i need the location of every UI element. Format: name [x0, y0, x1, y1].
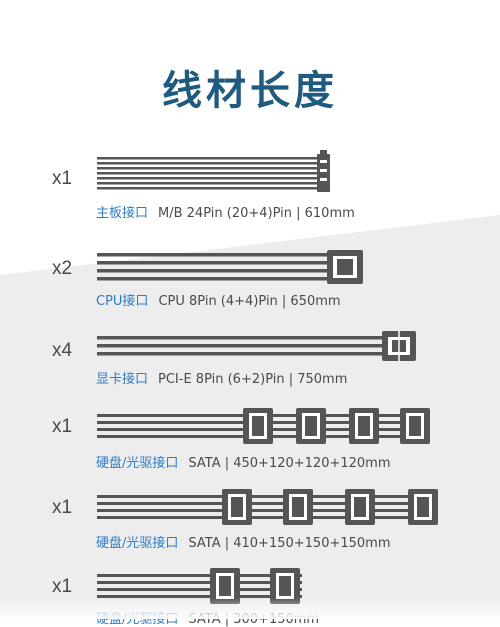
page-title: 线材长度 [162, 68, 338, 114]
cable-row-cpu: x2 CPU接口 CPU 8Pin (4+4)Pin | 650mm [0, 248, 500, 309]
connector-spec: SATA | 450+120+120+120mm [188, 456, 391, 471]
quantity-label: x4 [52, 340, 73, 361]
cable-caption: 主板接口 M/B 24Pin (20+4)Pin | 610mm [96, 202, 355, 221]
quantity-label: x1 [52, 576, 73, 597]
cable-caption: 硬盘/光驱接口 SATA | 450+120+120+120mm [96, 452, 391, 471]
quantity-label: x1 [52, 168, 73, 189]
connector-spec: M/B 24Pin (20+4)Pin | 610mm [158, 206, 355, 221]
connector-label: 显卡接口 [96, 372, 149, 387]
bottom-fade [0, 598, 500, 619]
pcie-8pin-cable-icon [97, 331, 416, 361]
cable-caption: CPU接口 CPU 8Pin (4+4)Pin | 650mm [96, 290, 341, 309]
sata-cable-icon [97, 489, 438, 525]
quantity-label: x1 [52, 416, 73, 437]
sata-cable-icon [97, 568, 302, 604]
connector-spec: SATA | 410+150+150+150mm [188, 536, 391, 551]
connector-label: 硬盘/光驱接口 [96, 536, 179, 551]
cable-row-pcie: x4 显卡接口 PCI-E 8Pin (6+2)Pin | 750mm [0, 328, 500, 388]
quantity-label: x1 [52, 497, 73, 518]
connector-spec: PCI-E 8Pin (6+2)Pin | 750mm [158, 372, 348, 387]
connector-label: CPU接口 [96, 294, 149, 309]
cable-caption: 硬盘/光驱接口 SATA | 410+150+150+150mm [96, 532, 391, 551]
sata-cable-icon [97, 408, 430, 444]
connector-label: 硬盘/光驱接口 [96, 456, 179, 471]
cpu-8pin-cable-icon [97, 250, 363, 284]
connector-spec: CPU 8Pin (4+4)Pin | 650mm [158, 294, 341, 309]
mb-24pin-cable-icon [97, 150, 330, 192]
cable-row-mb: x1 主板接口 M/B 24Pin (20+4)Pin | 610mm [0, 150, 500, 221]
connector-label: 主板接口 [96, 206, 149, 221]
cable-caption: 显卡接口 PCI-E 8Pin (6+2)Pin | 750mm [96, 368, 347, 387]
quantity-label: x2 [52, 258, 73, 279]
